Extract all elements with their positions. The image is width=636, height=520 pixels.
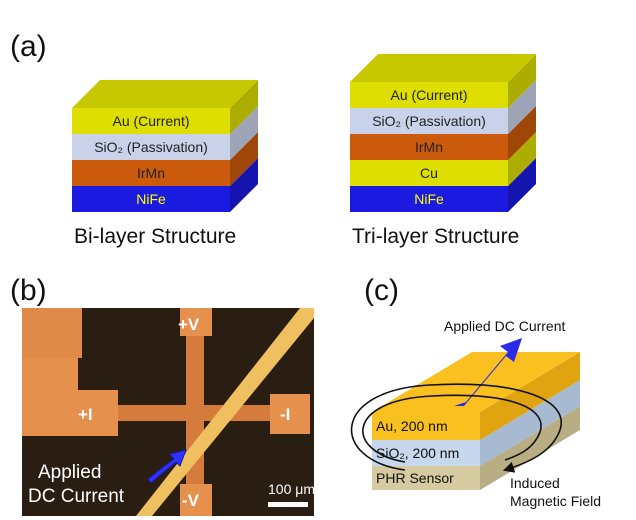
bilayer-layer-label: Au (Current) xyxy=(112,113,189,129)
micrograph: +V +I -I -V Applied DC Current 100 μm xyxy=(22,308,315,516)
sensor-stack: Au, 200 nm SiO₂, 200 nm PHR Sensor xyxy=(350,338,580,490)
bilayer-layer-label: SiO₂ (Passivation) xyxy=(94,139,208,155)
trilayer-layer-label: Au (Current) xyxy=(390,87,467,103)
phr-layer-label: PHR Sensor xyxy=(376,470,454,486)
panel-a-label: (a) xyxy=(10,30,47,63)
bilayer-layer-top xyxy=(72,80,258,108)
trilayer-layer-front xyxy=(350,160,508,186)
trilayer-layer-label: IrMn xyxy=(415,139,443,155)
trilayer-layer-side xyxy=(508,80,536,134)
bilayer-layer-side xyxy=(230,132,258,186)
top-left-pad xyxy=(22,308,82,358)
current-direction-arrow xyxy=(147,449,187,484)
panel-c: (c) Au, 200 nm SiO₂, 200 nm PHR Sensor A… xyxy=(350,274,601,509)
trilayer-layer-label: Cu xyxy=(420,165,438,181)
bilayer-layer-front xyxy=(72,186,230,212)
panel-a: (a) NiFe IrMn SiO₂ (Passivation) Au (Curren… xyxy=(10,30,536,248)
plus-i-label: +I xyxy=(78,405,93,424)
trilayer-stack: NiFe Cu IrMn SiO₂ (Passivation) Au (Current) xyxy=(350,54,536,212)
plus-v-pad xyxy=(180,308,212,336)
phr-front xyxy=(372,466,480,490)
trilayer-layer-side xyxy=(508,132,536,186)
bilayer-layer-label: IrMn xyxy=(137,165,165,181)
minus-i-pad xyxy=(270,394,310,434)
panel-c-label: (c) xyxy=(364,274,399,307)
scale-bar-label: 100 μm xyxy=(268,481,315,497)
au-side xyxy=(480,352,580,440)
induced-label: Induced xyxy=(510,475,560,491)
bilayer-layer-front xyxy=(72,134,230,160)
bilayer-layer-front xyxy=(72,160,230,186)
applied-dc-current-label: Applied DC Current xyxy=(444,318,565,334)
bilayer-layer-side xyxy=(230,158,258,212)
bilayer-layer-label: NiFe xyxy=(136,191,166,207)
trilayer-layer-label: SiO₂ (Passivation) xyxy=(372,113,486,129)
bilayer-stack: NiFe IrMn SiO₂ (Passivation) Au (Current) xyxy=(72,80,258,212)
trilayer-layer-side xyxy=(508,106,536,160)
applied-label: Applied xyxy=(38,462,101,483)
panel-b: (b) +V +I -I -V Applied xyxy=(10,274,315,516)
au-layer-label: Au, 200 nm xyxy=(376,418,448,434)
trilayer-layer-top xyxy=(350,54,536,82)
field-loop-inner xyxy=(362,394,542,463)
sio2-side xyxy=(480,380,580,466)
trilayer-layer-front xyxy=(350,108,508,134)
trilayer-caption: Tri-layer Structure xyxy=(352,225,519,248)
bilayer-layer-front xyxy=(72,108,230,134)
minus-v-pad xyxy=(180,484,212,516)
minus-i-label: -I xyxy=(280,405,290,424)
minus-v-label: -V xyxy=(182,491,200,510)
trilayer-layer-side xyxy=(508,158,536,212)
trilayer-layer-label: NiFe xyxy=(414,191,444,207)
field-loop-outer xyxy=(350,383,563,473)
panel-b-label: (b) xyxy=(10,274,47,307)
bilayer-caption: Bi-layer Structure xyxy=(74,225,236,248)
trilayer-layer-side xyxy=(508,54,536,108)
sio2-front xyxy=(372,440,480,466)
vertical-arm xyxy=(186,330,204,516)
scale-bar xyxy=(268,502,308,507)
bilayer-layer-side xyxy=(230,80,258,134)
trilayer-layer-front xyxy=(350,134,508,160)
plus-v-label: +V xyxy=(178,315,200,334)
trilayer-layer-front xyxy=(350,82,508,108)
current-arrow-3d xyxy=(454,338,522,406)
sio2-layer-label: SiO₂, 200 nm xyxy=(376,445,459,461)
bilayer-layer-side xyxy=(230,106,258,160)
dc-current-label: DC Current xyxy=(28,486,125,507)
au-front xyxy=(372,412,480,440)
magnetic-field-label: Magnetic Field xyxy=(510,493,601,509)
trilayer-layer-front xyxy=(350,186,508,212)
